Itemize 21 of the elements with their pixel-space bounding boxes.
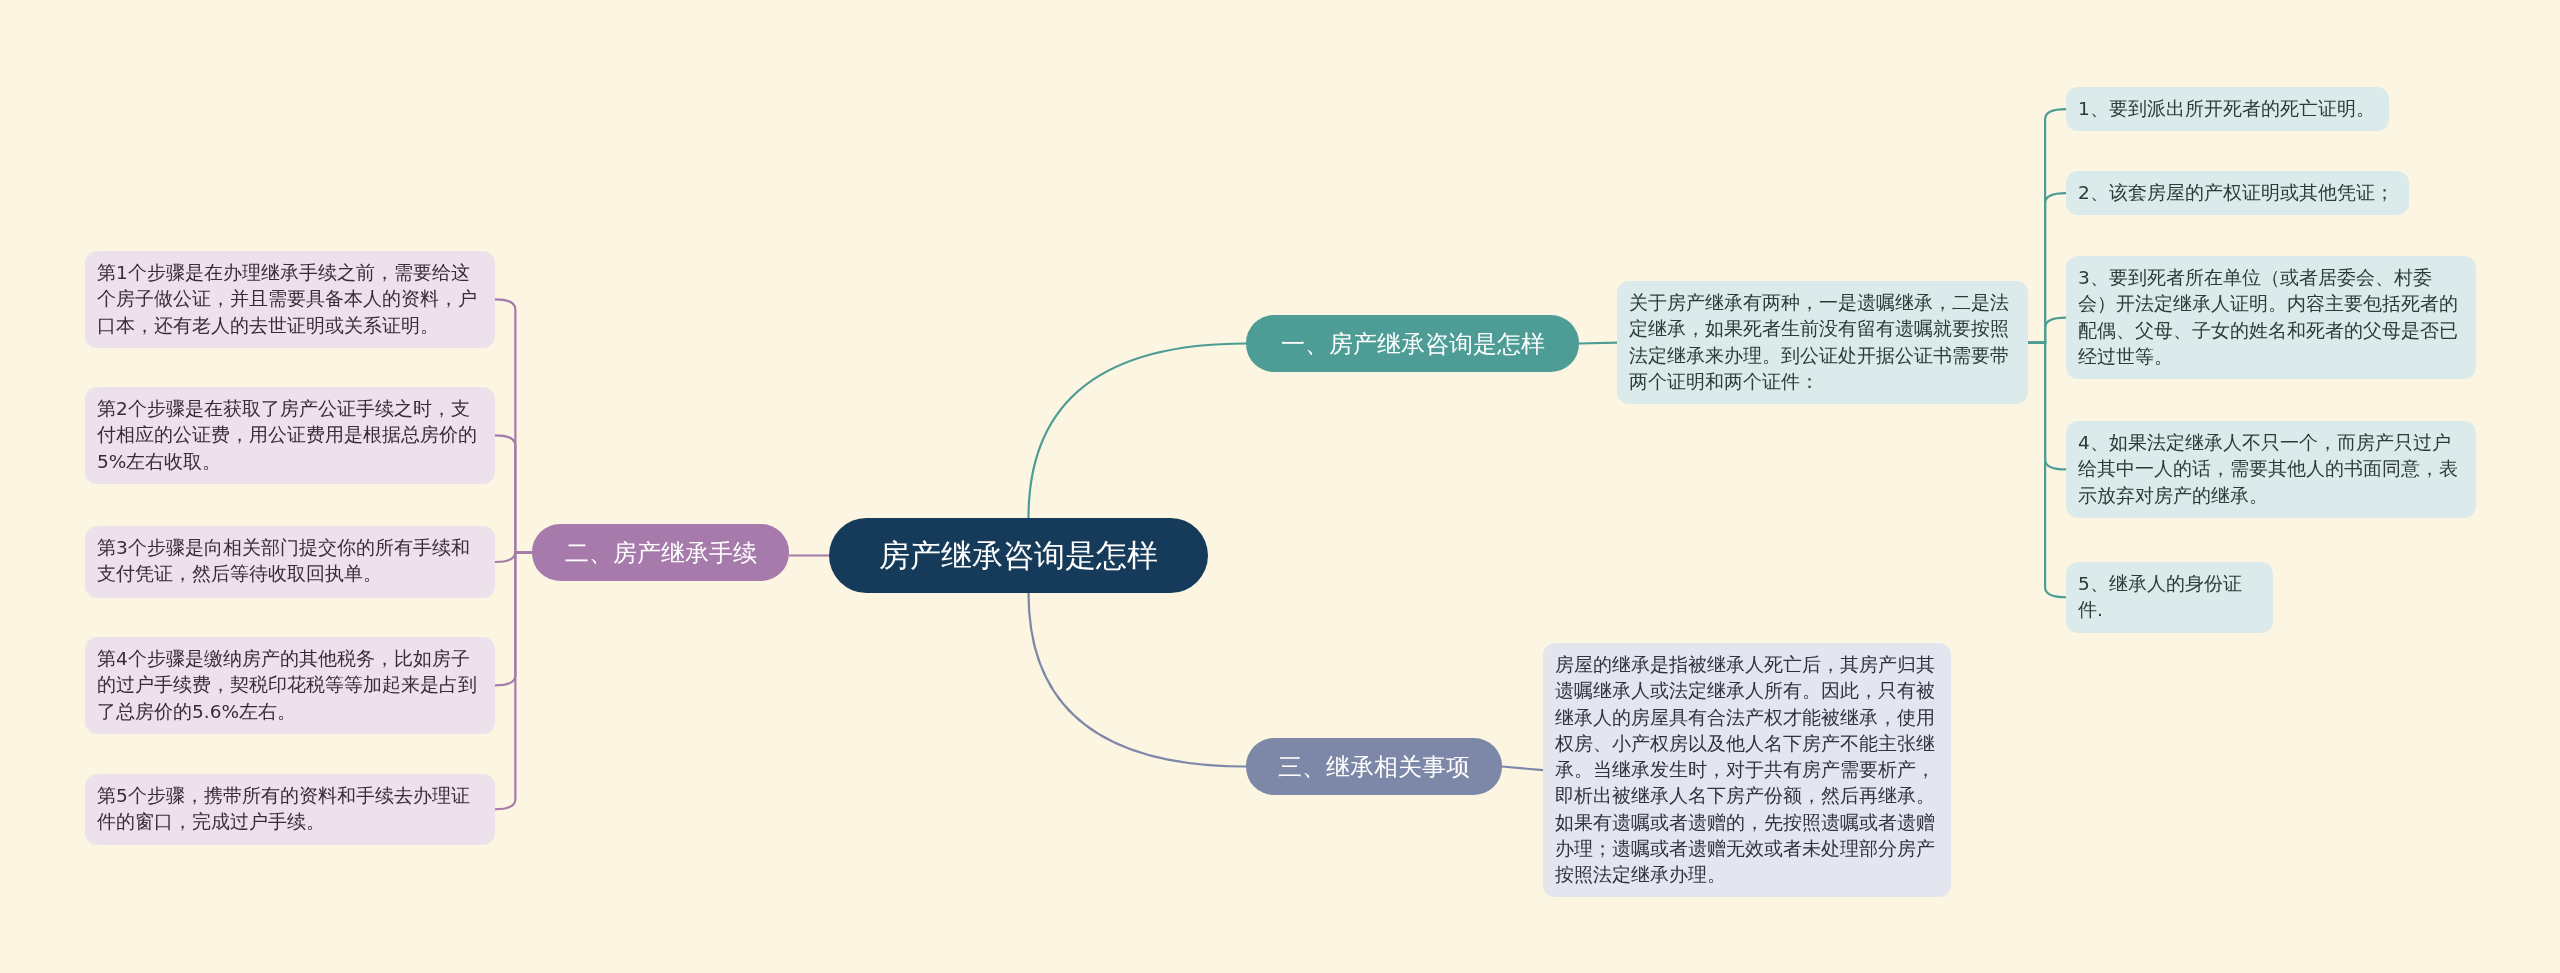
branch-topic: 三、继承相关事项	[1246, 738, 1502, 795]
note-box: 第5个步骤，携带所有的资料和手续去办理证件的窗口，完成过户手续。	[85, 774, 495, 845]
note-box: 关于房产继承有两种，一是遗嘱继承，二是法定继承，如果死者生前没有留有遗嘱就要按照法定继承来办理。到公证处开据公证书需要带两个证明和两个证件：	[1617, 281, 2028, 405]
connector-line	[789, 554, 829, 557]
connector-line	[1027, 592, 1247, 768]
note-box: 1、要到派出所开死者的死亡证明。	[2066, 87, 2389, 132]
note-box: 4、如果法定继承人不只一个，而房产只过户给其中一人的话，需要其他人的书面同意，表示放弃对房产的继承。	[2066, 421, 2476, 518]
connector-line	[1027, 342, 1247, 519]
note-box: 房屋的继承是指被继承人死亡后，其房产归其遗嘱继承人或法定继承人所有。因此，只有被继承人的房屋具有合法产权才能被继承，使用权房、小产权房以及他人名下房产不能主张继承。当继承发生时，对于共有房产需要析产，即析出被继承人名下房产份额，然后再继承。如果有遗嘱或者遗赠的，先按照遗嘱或者遗赠办理；遗嘱或者遗赠无效或者未处理部分房产按照法定继承办理。	[1543, 643, 1951, 898]
branch-topic: 二、房产继承手续	[532, 524, 789, 581]
note-box: 第1个步骤是在办理继承手续之前，需要给这个房子做公证，并且需要具备本人的资料，户口本，还有老人的去世证明或关系证明。	[85, 251, 495, 348]
central-topic: 房产继承咨询是怎样	[829, 518, 1208, 593]
note-box: 3、要到死者所在单位（或者居委会、村委会）开法定继承人证明。内容主要包括死者的配偶、父母、子女的姓名和死者的父母是否已经过世等。	[2066, 256, 2476, 380]
note-box: 5、继承人的身份证件.	[2066, 562, 2273, 633]
note-box: 第3个步骤是向相关部门提交你的所有手续和支付凭证，然后等待收取回执单。	[85, 526, 495, 598]
note-box: 2、该套房屋的产权证明或其他凭证；	[2066, 171, 2409, 216]
note-box: 第4个步骤是缴纳房产的其他税务，比如房子的过户手续费，契税印花税等等加起来是占到了总房价的5.6%左右。	[85, 637, 495, 734]
branch-topic: 一、房产继承咨询是怎样	[1246, 315, 1579, 372]
connector-line	[1501, 765, 1544, 772]
connector-line	[1578, 341, 1618, 345]
note-box: 第2个步骤是在获取了房产公证手续之时，支付相应的公证费，用公证费用是根据总房价的5%左右收取。	[85, 387, 495, 484]
